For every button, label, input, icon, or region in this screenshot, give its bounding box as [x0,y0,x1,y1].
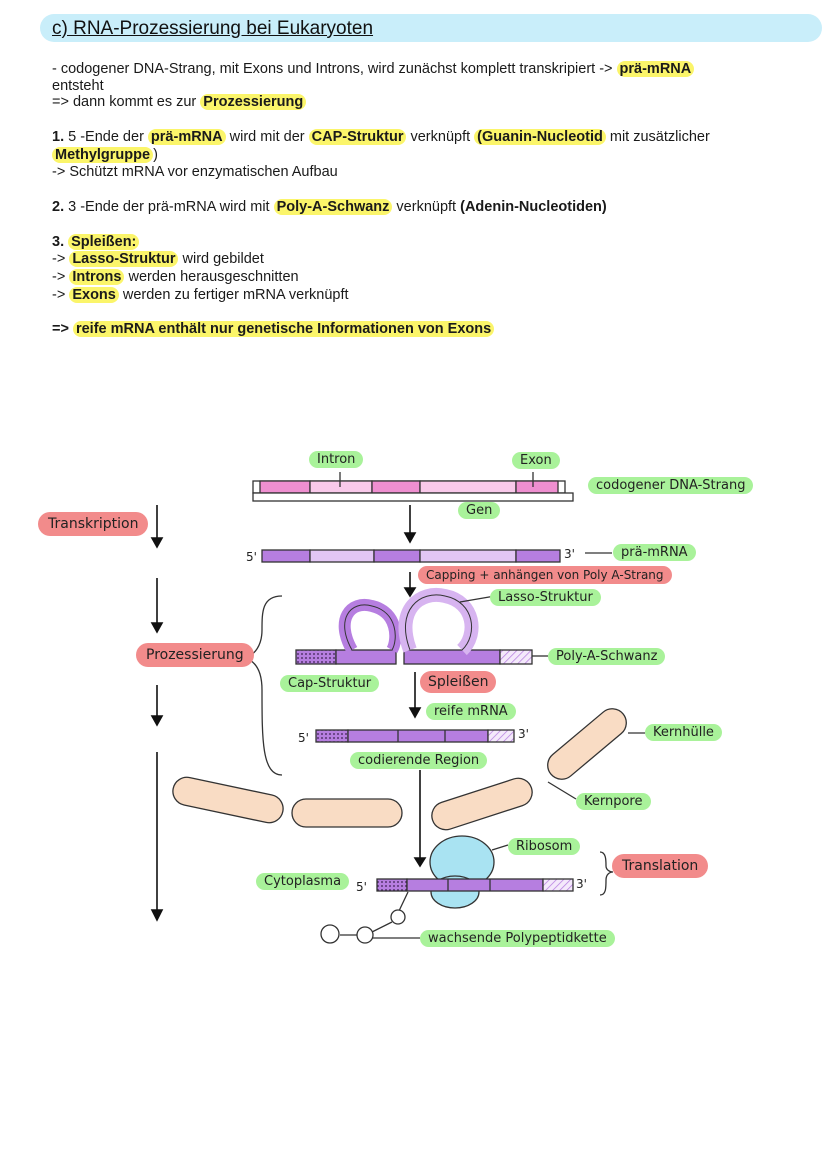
label-capping: Capping + anhängen von Poly A-Strang [418,566,672,584]
intro-text: => dann kommt es zur [52,94,201,110]
label-translation: Translation [612,854,709,878]
label-poly-a-schwanz: Poly-A-Schwanz [548,648,666,665]
label-3-prime: 3' [564,547,575,561]
label-3-prime-3: 3' [576,877,587,891]
label-transkription: Transkription [38,512,149,536]
polypeptide-chain [320,891,420,944]
step-text: ) [153,147,158,163]
label-intron: Intron [309,451,364,468]
highlight: Introns [69,269,125,285]
label-3-prime-2: 3' [518,727,529,741]
highlight-prae-mrna: prä-mRNA [616,61,695,77]
label-kernpore: Kernpore [576,793,651,810]
label-ribosom: Ribosom [508,838,581,855]
step-text: wird mit der [225,129,309,145]
step-text: werden zu fertiger mRNA verknüpft [118,287,349,303]
label-kernhuelle: Kernhülle [645,724,722,741]
step-1-line-2: Methylgruppe) [52,146,158,164]
left-arrows [150,505,164,922]
conclusion-arrow: => [52,321,73,337]
prae-mrna-strand [261,549,612,563]
intro-line-3: => dann kommt es zur Prozessierung [52,93,307,111]
step-text: wird gebildet [178,251,264,267]
step-text: -> [52,287,70,303]
step-text: 5 -Ende der [64,129,148,145]
label-reife-mrna: reife mRNA [426,703,516,720]
step-text: verknüpft [392,199,461,215]
title-bar [40,14,822,42]
label-prae-mrna: prä-mRNA [613,544,696,561]
prozessierung-brace [242,595,283,776]
label-5-prime-2: 5' [298,731,309,745]
highlight: Poly-A-Schwanz [273,199,393,215]
step-1-line-1: 1. 5 -Ende der prä-mRNA wird mit der CAP… [52,128,710,146]
highlight: Spleißen: [68,234,140,250]
label-prozessierung: Prozessierung [136,643,254,667]
highlight: Lasso-Struktur [69,251,179,267]
lasso-structure [295,588,548,665]
highlight-prozessierung: Prozessierung [200,94,307,110]
label-spleissen: Spleißen [420,671,497,693]
label-cap-struktur: Cap-Struktur [280,675,380,692]
step-3-a: -> Lasso-Struktur wird gebildet [52,250,264,268]
conclusion: => reife mRNA enthält nur genetische Inf… [52,320,495,338]
step-number: 1. [52,129,65,145]
mature-mrna [315,729,515,743]
highlight: prä-mRNA [147,129,226,145]
step-number: 2. [52,199,65,215]
step-3-c: -> Exons werden zu fertiger mRNA verknüp… [52,286,349,304]
highlight: reife mRNA enthält nur genetische Inform… [72,321,495,337]
nuclear-envelope [172,708,645,831]
label-codogener-dna-strang: codogener DNA-Strang [588,477,754,494]
label-5-prime: 5' [246,550,257,564]
step-text: 3 -Ende der prä-mRNA wird mit [64,199,274,215]
step-text: -> [52,251,70,267]
label-exon: Exon [512,452,560,469]
highlight: CAP-Struktur [308,129,407,145]
step-2: 2. 3 -Ende der prä-mRNA wird mit Poly-A-… [52,198,607,216]
label-cytoplasma: Cytoplasma [256,873,350,890]
intro-text: - codogener DNA-Strang, mit Exons und In… [52,61,617,77]
step-3-heading: 3. Spleißen: [52,233,140,251]
label-codierende-region: codierende Region [350,752,488,769]
step-text: -> [52,269,70,285]
step-3-b: -> Introns werden herausgeschnitten [52,268,299,286]
page-title: c) RNA-Prozessierung bei Eukaryoten [52,18,374,39]
highlight: Methylgruppe [52,147,154,163]
highlight: Exons [69,287,119,303]
label-gen: Gen [458,502,501,519]
translation-brace [599,851,614,896]
step-text: mit zusätzlicher [605,129,710,145]
step-text: verknüpft [406,129,475,145]
ribosome [376,835,574,909]
label-lasso-struktur: Lasso-Struktur [490,589,601,606]
intro-line-2: entsteht [52,78,104,94]
highlight: (Guanin-Nucleotid [474,129,606,145]
step-text: werden herausgeschnitten [124,269,299,285]
step-text-bold: (Adenin-Nucleotiden) [460,199,607,215]
label-polypeptidkette: wachsende Polypeptidkette [420,930,615,947]
label-5-prime-3: 5' [356,880,367,894]
dna-strand [252,472,574,502]
step-1-sub: -> Schützt mRNA vor enzymatischen Aufbau [52,164,338,180]
intro-line-1: - codogener DNA-Strang, mit Exons und In… [52,60,695,78]
step-number: 3. [52,234,65,250]
